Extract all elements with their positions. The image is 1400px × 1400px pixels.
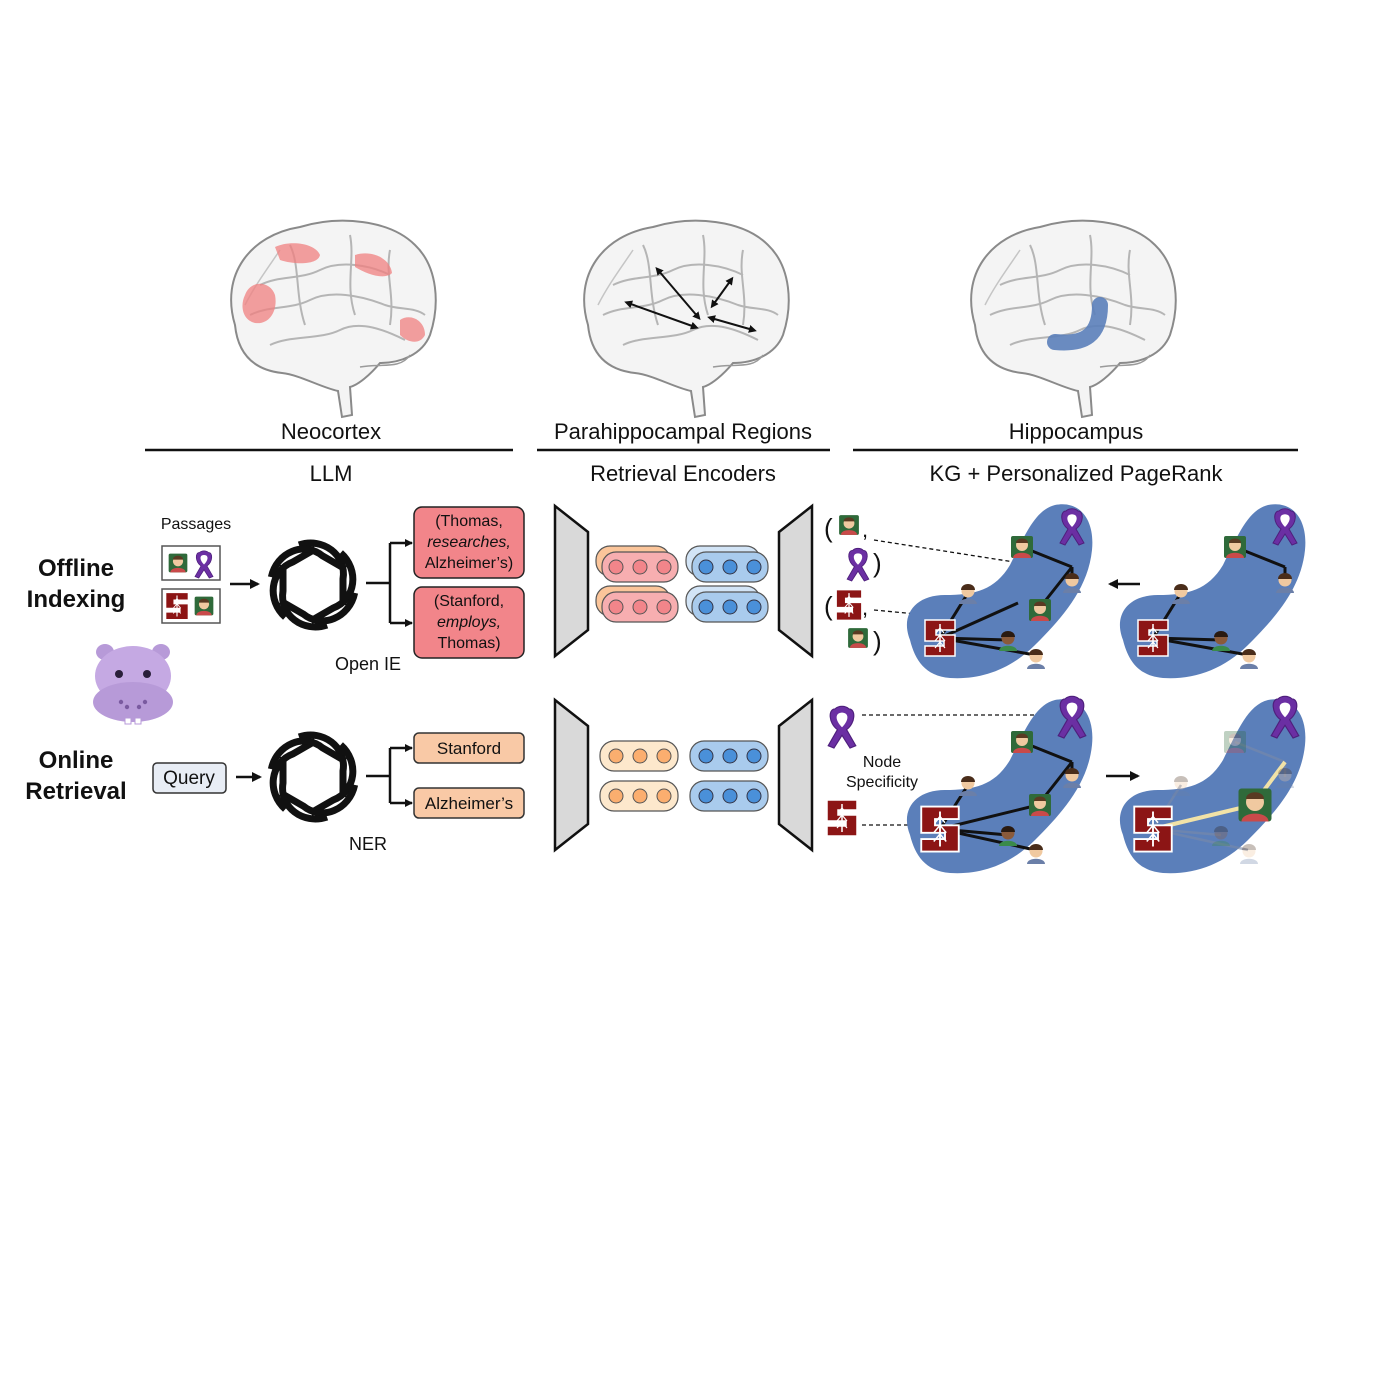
kg-graph-ppr-result <box>1119 695 1306 874</box>
open-ie-label: Open IE <box>335 654 401 674</box>
triple-box: (Thomas, researches, Alzheimer’s) <box>413 506 525 579</box>
hippocampus-label: Hippocampus <box>1009 419 1144 444</box>
svg-text:,: , <box>862 517 868 542</box>
openai-logo-icon <box>261 730 364 825</box>
offline-embedding-stack-blue <box>685 545 769 623</box>
triple-object: Thomas) <box>437 635 500 652</box>
purple-awareness-ribbon-icon <box>827 705 857 749</box>
entity-box: Stanford <box>413 732 525 764</box>
kg-graph-online-seeds <box>906 695 1093 874</box>
entity-label: Alzheimer’s <box>425 794 513 813</box>
svg-text:(: ( <box>824 591 833 621</box>
kg-graph-offline-existing <box>1119 504 1306 679</box>
online-embedding-orange <box>599 740 679 812</box>
offline-label-line2: Indexing <box>27 586 126 613</box>
column-headers: Neocortex LLM Parahippocampal Regions Re… <box>145 419 1298 486</box>
kg-ppr-label: KG + Personalized PageRank <box>930 461 1224 486</box>
entity-box: Alzheimer’s <box>413 787 525 819</box>
triple-box: (Stanford, employs, Thomas) <box>413 586 525 659</box>
stanford-tree-logo-icon <box>835 589 863 621</box>
triple-object: Alzheimer’s) <box>425 555 513 572</box>
retrieval-encoders-label: Retrieval Encoders <box>590 461 776 486</box>
row-labels: Offline Indexing Online Retrieval <box>25 555 126 805</box>
svg-text:): ) <box>873 626 882 656</box>
offline-embedding-stack-red <box>595 545 679 623</box>
triple-relation: employs, <box>437 614 501 631</box>
node-specificity-line2: Specificity <box>846 774 918 791</box>
stanford-tree-logo-icon <box>826 799 858 837</box>
encoder-right-trapezoid <box>777 503 814 659</box>
open-ie-branch-arrows <box>366 539 413 627</box>
encoder-left-trapezoid <box>553 697 590 853</box>
svg-text:,: , <box>862 595 868 620</box>
encoder-right-trapezoid <box>777 697 814 853</box>
ner-label: NER <box>349 834 387 854</box>
svg-text:(: ( <box>824 513 833 543</box>
online-label-line1: Online <box>39 747 114 774</box>
passage-card <box>161 545 221 581</box>
llm-label: LLM <box>310 461 353 486</box>
hippo-mascot-icon <box>93 644 173 725</box>
encoder-left-trapezoid <box>553 503 590 659</box>
query-label: Query <box>163 768 215 789</box>
query-box[interactable]: Query <box>152 762 227 794</box>
openai-logo-icon <box>261 538 364 633</box>
neocortex-brain-illustration <box>230 219 437 418</box>
passage-card <box>161 588 221 624</box>
purple-awareness-ribbon-icon <box>846 547 870 582</box>
triple-subject: (Stanford, <box>434 593 504 610</box>
triple-subject: (Thomas, <box>435 513 503 530</box>
offline-label-line1: Offline <box>38 555 114 582</box>
parahippocampal-brain-illustration <box>583 219 790 418</box>
node-specificity-line1: Node <box>863 754 901 771</box>
neocortex-label: Neocortex <box>281 419 381 444</box>
hippocampus-brain-illustration <box>970 219 1177 418</box>
parahippocampal-label: Parahippocampal Regions <box>554 419 812 444</box>
online-embedding-blue <box>689 740 769 812</box>
triple-relation: researches, <box>427 534 511 551</box>
svg-text:): ) <box>873 548 882 578</box>
ner-branch-arrows <box>366 744 413 807</box>
entity-label: Stanford <box>437 739 501 758</box>
online-label-line2: Retrieval <box>25 778 126 805</box>
kg-graph-offline <box>906 504 1093 679</box>
passages-label: Passages <box>161 516 231 533</box>
offline-triple-icons: ( , ) ( , ) <box>824 513 882 656</box>
